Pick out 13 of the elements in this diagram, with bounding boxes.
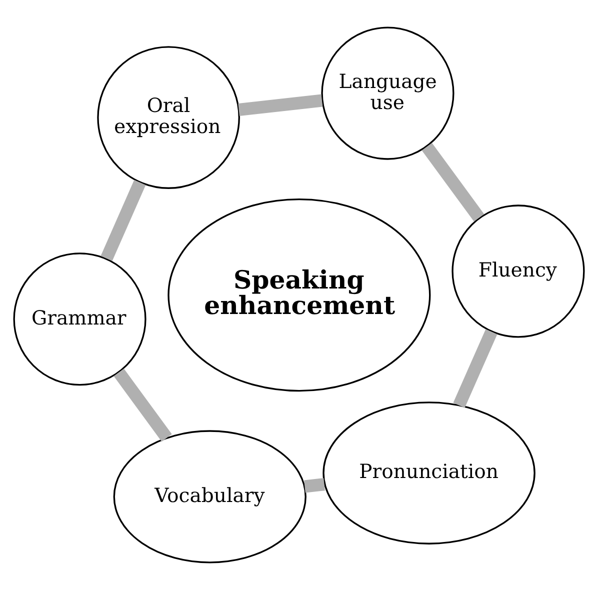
node-circle: Language use <box>321 26 454 160</box>
node-ellipse: Pronunciation <box>322 401 536 544</box>
connector <box>422 142 484 222</box>
connector <box>304 478 325 492</box>
node-ellipse: Speaking enhancement <box>168 198 431 392</box>
node-ellipse: Vocabulary <box>113 430 306 563</box>
connector <box>114 368 172 442</box>
connector <box>100 179 146 260</box>
connector <box>453 328 498 408</box>
node-circle: Oral expression <box>97 46 240 188</box>
node-circle: Grammar <box>13 252 146 386</box>
node-circle: Fluency <box>452 204 585 338</box>
connector <box>238 94 323 116</box>
